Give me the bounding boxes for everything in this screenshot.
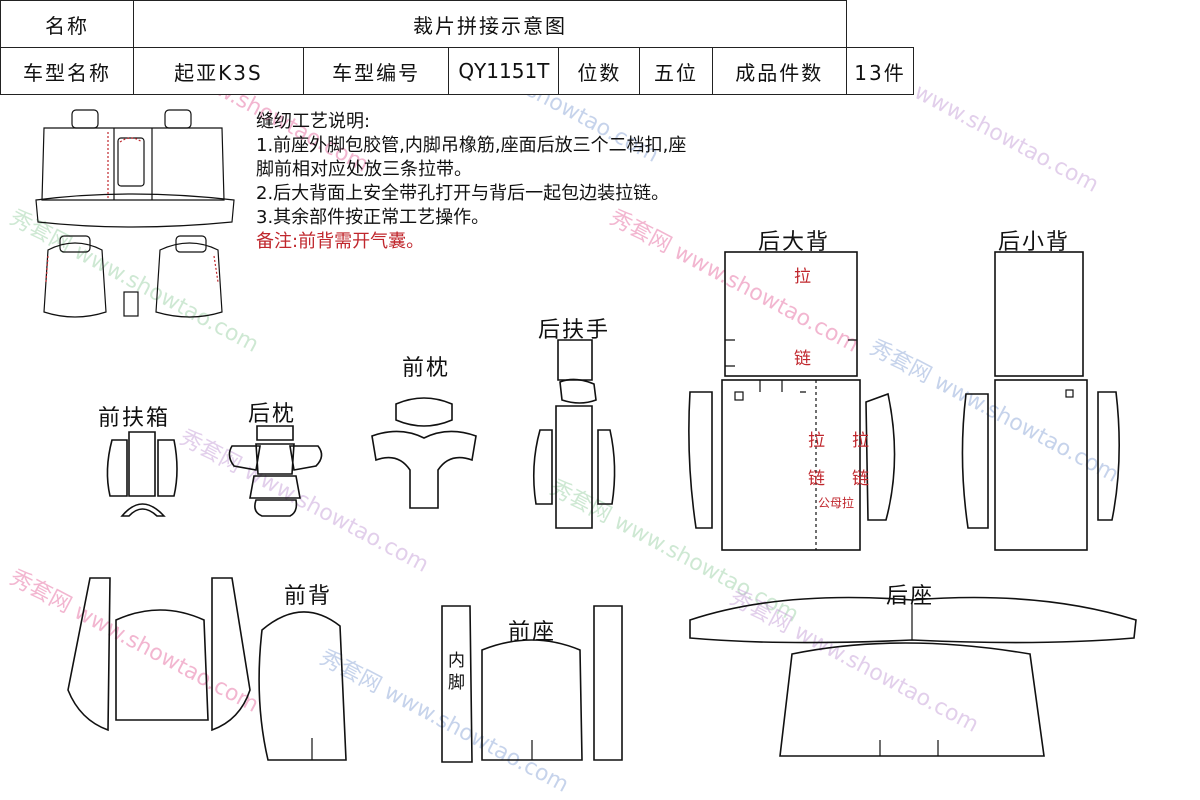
zip-annotation: 拉 [808, 431, 825, 451]
notes-title: 缝纫工艺说明: [256, 111, 371, 132]
zip-annotation: 拉 [794, 267, 811, 287]
rear-large-back-pieces [688, 251, 896, 551]
zip-annotation: 链 [808, 469, 825, 489]
seats-value: 五位 [639, 47, 713, 95]
notes-line: 3.其余部件按正常工艺操作。 [256, 207, 490, 228]
model-code-label: 车型编号 [302, 47, 450, 95]
zip-annotation: 链 [852, 469, 869, 489]
notes-line: 脚前相对应处放三条拉带。 [256, 159, 472, 180]
notes-remark: 备注:前背需开气囊。 [256, 231, 425, 252]
header-row-info: 车型名称 起亚K3S 车型编号 QY1151T 位数 五位 成品件数 13件 [0, 47, 914, 95]
notes-line: 1.前座外脚包胶管,内脚吊橡筋,座面后放三个二档扣,座 [256, 135, 687, 156]
pieces-label: 成品件数 [711, 47, 848, 95]
label-front-armrest-box: 前扶箱 [98, 406, 171, 431]
label-rear-small-back: 后小背 [998, 230, 1071, 255]
zip-annotation: 链 [794, 349, 811, 369]
zip-annotation: 拉 [852, 431, 869, 451]
front-seat-pieces [441, 605, 623, 763]
process-notes: 缝纫工艺说明: 1.前座外脚包胶管,内脚吊橡筋,座面后放三个二档扣,座 脚前相对… [256, 110, 686, 254]
name-label: 名称 [0, 0, 134, 48]
header-table: 名称 裁片拼接示意图 车型名称 起亚K3S 车型编号 QY1151T 位数 五位… [0, 0, 914, 95]
front-armrest-box-pieces [106, 431, 178, 517]
label-rear-seat: 后座 [886, 584, 935, 609]
label-rear-armrest: 后扶手 [538, 318, 611, 343]
rear-small-back-pieces [961, 251, 1120, 551]
label-front-seat: 前座 [508, 620, 557, 645]
front-headrest-pieces [371, 397, 477, 509]
male-female-zip-annotation: 公母拉 [818, 496, 855, 510]
rear-armrest-pieces [532, 339, 616, 529]
label-inner-leg: 内脚 [448, 651, 465, 693]
front-back-pieces [67, 577, 347, 761]
label-rear-large-back: 后大背 [758, 230, 831, 255]
model-name-label: 车型名称 [0, 47, 134, 95]
model-name: 起亚K3S [133, 47, 304, 95]
label-rear-headrest: 后枕 [248, 402, 297, 427]
rear-headrest-pieces [228, 425, 323, 517]
rear-seat-pieces [689, 596, 1137, 757]
notes-line: 2.后大背面上安全带孔打开与背后一起包边装拉链。 [256, 183, 670, 204]
model-code: QY1151T [448, 47, 560, 95]
seats-label: 位数 [558, 47, 641, 95]
label-front-headrest: 前枕 [402, 356, 451, 381]
seat-thumbnail [35, 109, 235, 318]
pieces-value: 13件 [846, 47, 914, 95]
label-front-back: 前背 [284, 584, 333, 609]
